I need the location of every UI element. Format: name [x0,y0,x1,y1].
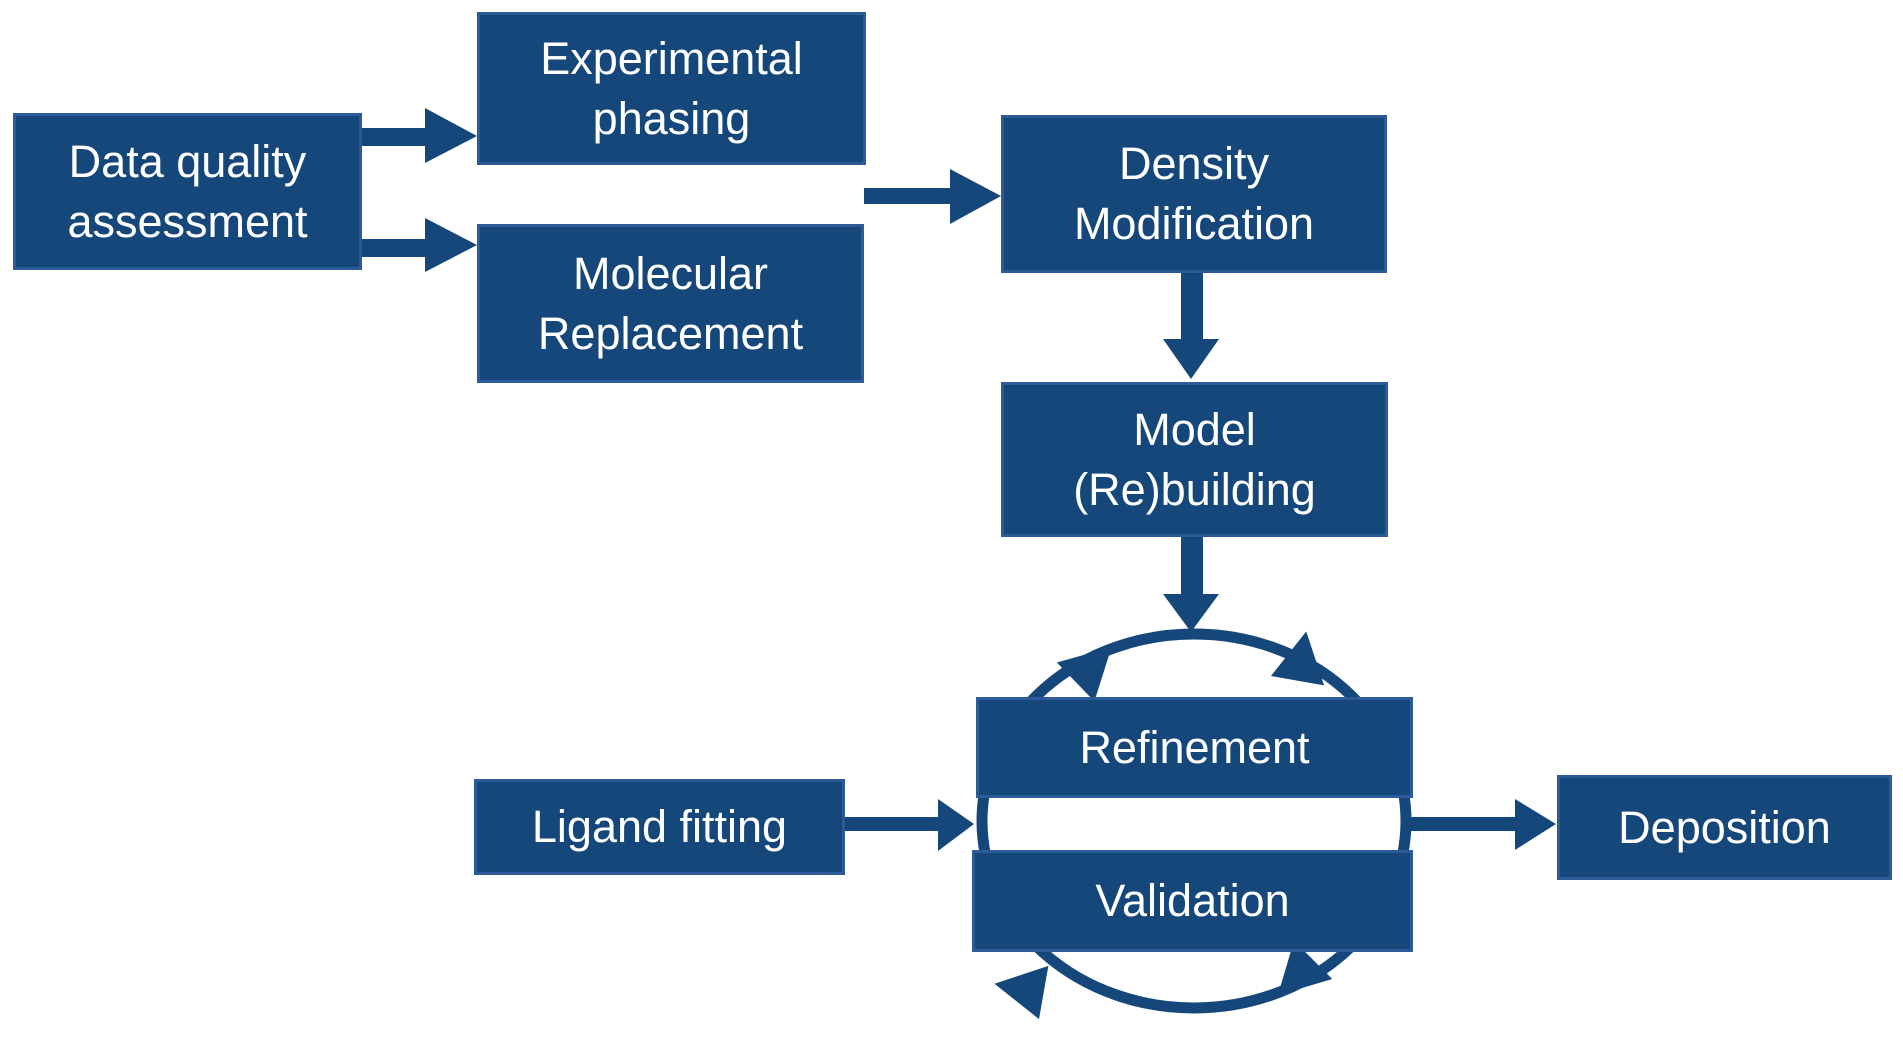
node-label-line: Ligand fitting [531,801,788,852]
node-label-line: phasing [592,92,751,144]
node-label-line: assessment [67,195,308,247]
arrow-density-modification-to-model-rebuilding [1163,273,1219,379]
node-model-rebuilding: Model (Re)building [1001,382,1388,537]
arrow-dqa-to-molecular-replacement [362,218,477,272]
node-label-line: (Re)building [1073,463,1316,515]
arrow-dqa-to-experimental-phasing [362,108,477,163]
node-label-line: Density [1118,138,1270,189]
node-label-line: Modification [1073,198,1315,249]
node-label-line: Experimental [540,32,803,84]
node-deposition: Deposition [1557,775,1892,880]
node-label-line: Model [1133,403,1256,455]
node-label-line: Data quality [68,135,307,187]
cycle-arrowhead-bottom-right-icon [1277,940,1333,996]
cycle-ring-refinement-validation [976,628,1412,1014]
node-label-line: Deposition [1618,801,1831,853]
node-label-line: Replacement [537,307,804,359]
node-label-line: Molecular [572,247,769,299]
arrow-ligand-fitting-to-cycle [845,799,974,851]
cycle-arrowhead-top-left-icon [1056,647,1112,702]
node-validation: Validation [972,850,1413,952]
arrow-cycle-to-deposition [1408,799,1556,850]
node-refinement: Refinement [976,697,1413,798]
arrow-phasing-to-density-modification [864,169,1001,224]
node-molecular-replacement: Molecular Replacement [477,224,864,383]
arrow-model-rebuilding-to-cycle [1163,537,1219,632]
node-label-line: Validation [1095,875,1290,926]
node-data-quality-assessment: Data quality assessment [13,113,362,270]
node-ligand-fitting: Ligand fitting [474,779,845,875]
cycle-arrowhead-bottom-left-icon [994,965,1049,1020]
node-label-line: Refinement [1079,721,1310,773]
cycle-arrowhead-top-right-icon [1270,631,1325,686]
node-experimental-phasing: Experimental phasing [477,12,866,165]
node-density-modification: Density Modification [1001,115,1387,273]
